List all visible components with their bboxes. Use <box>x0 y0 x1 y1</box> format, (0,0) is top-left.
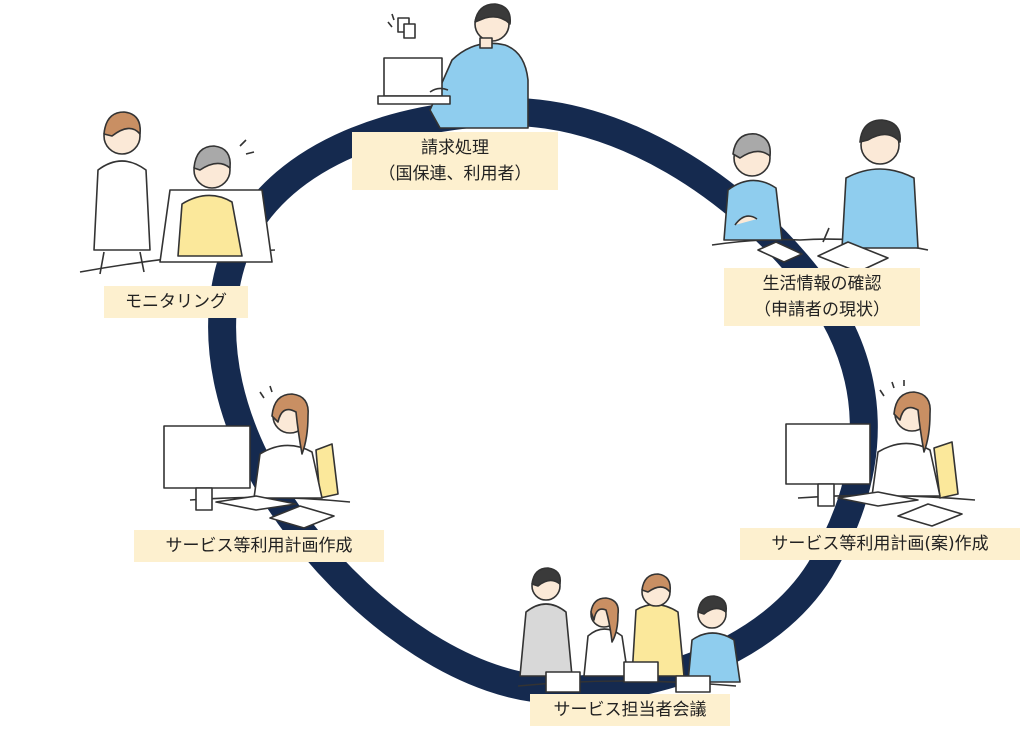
step-label-life-info: 生活情報の確認 （申請者の現状） <box>724 268 920 326</box>
step-label-line: 請求処理 <box>421 138 489 158</box>
step-label-meeting: サービス担当者会議 <box>530 694 730 726</box>
step-label-monitoring: モニタリング <box>104 286 248 318</box>
meeting-group-icon <box>517 567 741 693</box>
step-label-line: モニタリング <box>125 292 227 312</box>
person-at-laptop-icon <box>377 3 529 129</box>
step-label-line: （申請者の現状） <box>754 300 890 320</box>
step-label-line: サービス等利用計画作成 <box>165 536 353 556</box>
step-label-plan: サービス等利用計画作成 <box>134 530 384 562</box>
step-label-billing: 請求処理 （国保連、利用者） <box>352 132 558 190</box>
step-label-line: （国保連、利用者） <box>378 164 532 184</box>
step-label-line: サービス等利用計画(案)作成 <box>771 534 989 554</box>
person-at-computer-icon <box>785 380 976 527</box>
caregiver-with-elder-icon <box>79 111 276 275</box>
step-label-line: サービス担当者会議 <box>553 700 707 720</box>
interview-icon <box>711 119 929 273</box>
step-label-draft-plan: サービス等利用計画(案)作成 <box>740 528 1020 560</box>
person-at-computer-icon <box>163 385 351 529</box>
step-label-line: 生活情報の確認 <box>762 274 882 294</box>
